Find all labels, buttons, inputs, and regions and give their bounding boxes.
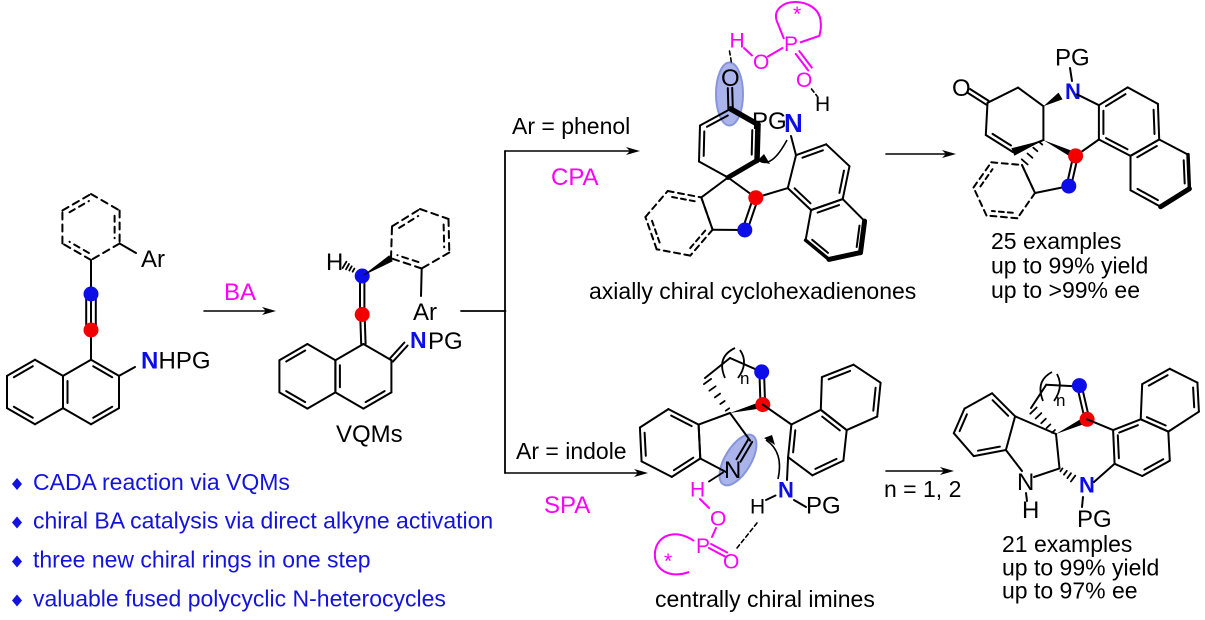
svg-text:H: H [815, 93, 830, 116]
svg-text:n: n [1056, 391, 1065, 410]
svg-text:Ar = phenol: Ar = phenol [512, 113, 630, 139]
svg-text:Ar: Ar [141, 246, 165, 273]
svg-text:O: O [710, 508, 726, 531]
svg-text:up to 97% ee: up to 97% ee [1002, 578, 1138, 604]
svg-text:H: H [730, 30, 745, 53]
svg-text:N: N [1079, 473, 1095, 498]
svg-text:H: H [690, 479, 705, 502]
svg-text:P: P [784, 33, 798, 56]
svg-text:PG: PG [1077, 506, 1112, 533]
svg-text:N: N [778, 478, 794, 503]
svg-text:*: * [664, 550, 672, 573]
svg-text:N: N [784, 108, 803, 138]
svg-text:chiral BA catalysis via direct: chiral BA catalysis via direct alkyne ac… [33, 508, 493, 534]
svg-text:n = 1, 2: n = 1, 2 [884, 476, 961, 502]
svg-text:Ar = indole: Ar = indole [516, 438, 627, 464]
svg-text:centrally chiral imines: centrally chiral imines [655, 586, 875, 612]
svg-text:*: * [793, 3, 801, 26]
svg-text:H: H [1022, 497, 1039, 524]
svg-text:PG: PG [428, 328, 463, 355]
svg-text:three new chiral rings in one: three new chiral rings in one step [33, 547, 371, 573]
svg-text:up to >99% ee: up to >99% ee [991, 277, 1140, 303]
svg-text:O: O [723, 551, 739, 574]
svg-text:PG: PG [752, 108, 787, 135]
svg-text:N: N [1017, 469, 1034, 496]
svg-text:25 examples: 25 examples [991, 228, 1121, 254]
svg-text:N: N [410, 327, 427, 353]
svg-text:axially chiral cyclohexadienon: axially chiral cyclohexadienones [589, 278, 916, 304]
svg-text:SPA: SPA [544, 492, 590, 519]
svg-text:PG: PG [806, 493, 841, 520]
svg-text:O: O [796, 69, 812, 92]
svg-text:21 examples: 21 examples [1002, 531, 1132, 557]
svg-text:H: H [750, 496, 765, 519]
svg-text:O: O [952, 75, 971, 102]
svg-text:N: N [724, 457, 741, 484]
svg-text:up to 99% yield: up to 99% yield [1002, 555, 1159, 581]
svg-text:CPA: CPA [551, 164, 599, 191]
svg-text:n: n [740, 369, 749, 388]
svg-text:H: H [326, 249, 343, 276]
svg-text:CADA reaction via VQMs: CADA reaction via VQMs [33, 469, 290, 495]
svg-text:HPG: HPG [159, 348, 211, 375]
svg-text:N: N [1065, 79, 1081, 104]
svg-text:PG: PG [1055, 45, 1090, 72]
svg-text:valuable fused polycyclic N-he: valuable fused polycyclic N-heterocycles [33, 586, 446, 612]
svg-text:VQMs: VQMs [336, 421, 403, 448]
svg-text:up to 99% yield: up to 99% yield [991, 253, 1148, 279]
svg-text:O: O [753, 51, 769, 74]
svg-text:Ar: Ar [413, 299, 437, 326]
svg-text:P: P [696, 535, 710, 558]
svg-text:O: O [721, 65, 740, 92]
svg-text:BA: BA [224, 279, 256, 306]
svg-text:N: N [141, 348, 158, 375]
